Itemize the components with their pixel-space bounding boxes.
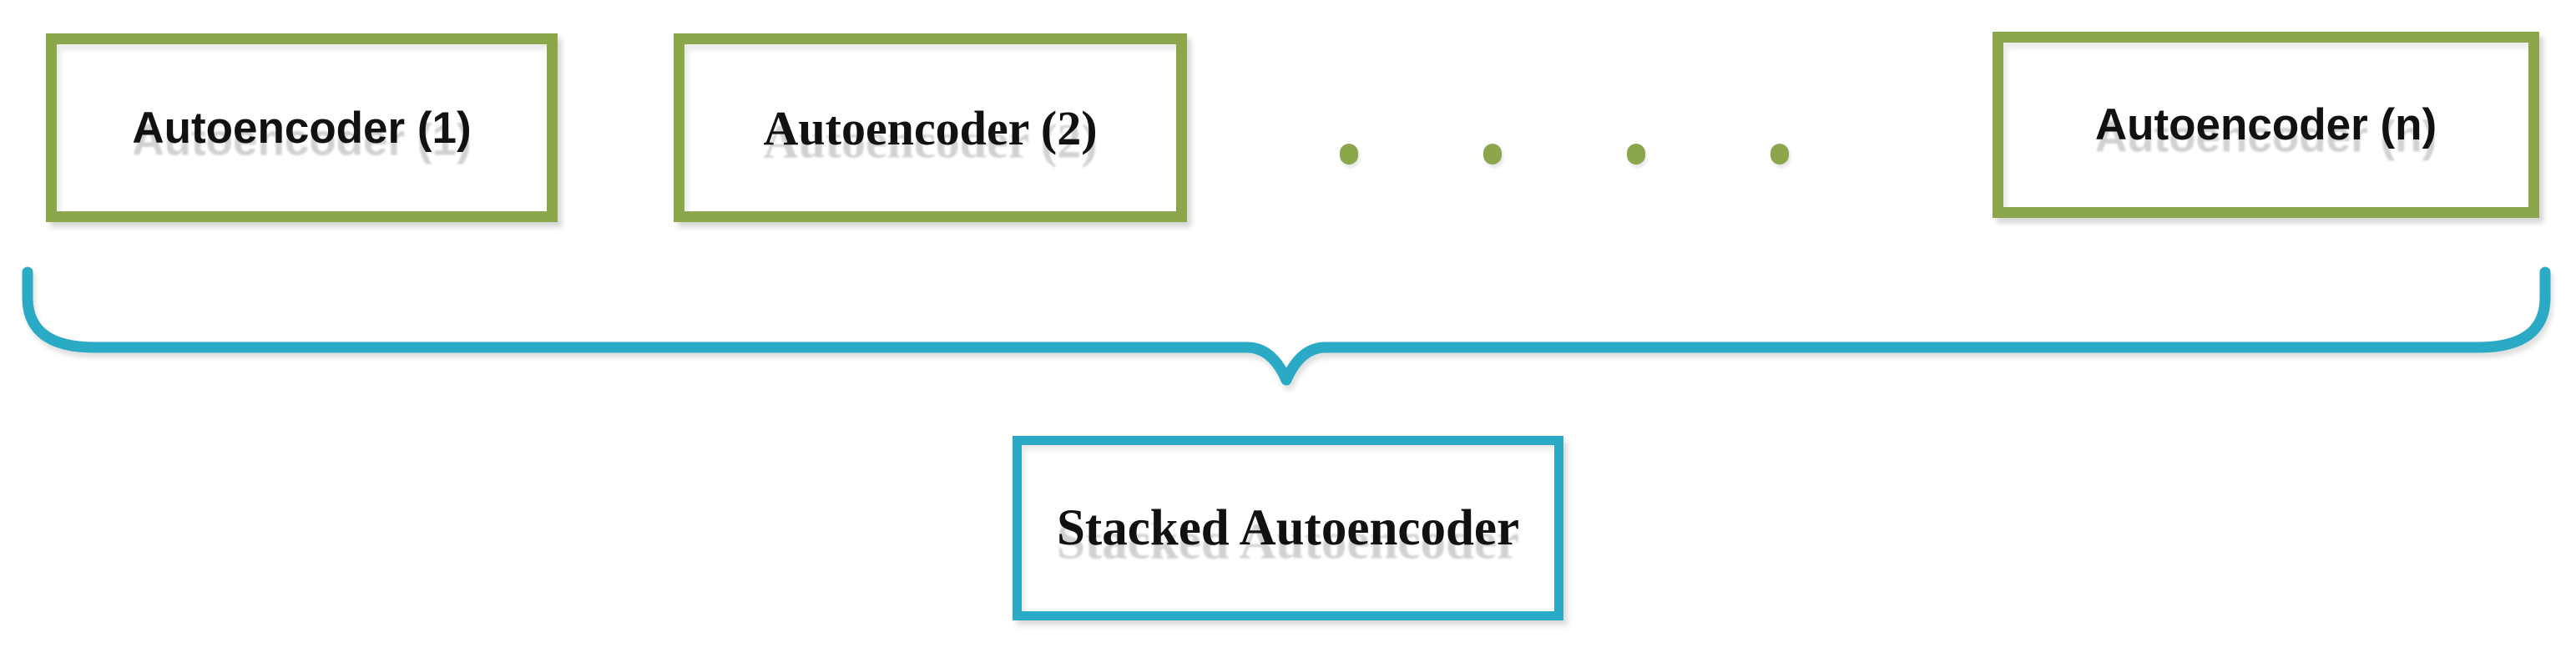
stacked-autoencoder-box: Stacked Autoencoder	[1013, 436, 1563, 620]
autoencoder-n-label: Autoencoder (n)	[2094, 100, 2437, 149]
ellipsis-dot	[1770, 144, 1789, 165]
ellipsis-dots	[1340, 144, 1789, 165]
autoencoder-2-box: Autoencoder (2)	[674, 33, 1187, 222]
autoencoder-1-box: Autoencoder (1)	[46, 33, 558, 222]
autoencoder-n-box: Autoencoder (n)	[1993, 32, 2539, 218]
autoencoder-2-label: Autoencoder (2)	[763, 100, 1098, 155]
autoencoder-1-label: Autoencoder (1)	[132, 103, 472, 153]
ellipsis-dot	[1340, 144, 1358, 165]
stacked-autoencoder-label: Stacked Autoencoder	[1056, 499, 1520, 556]
ellipsis-dot	[1627, 144, 1645, 165]
ellipsis-dot	[1483, 144, 1502, 165]
